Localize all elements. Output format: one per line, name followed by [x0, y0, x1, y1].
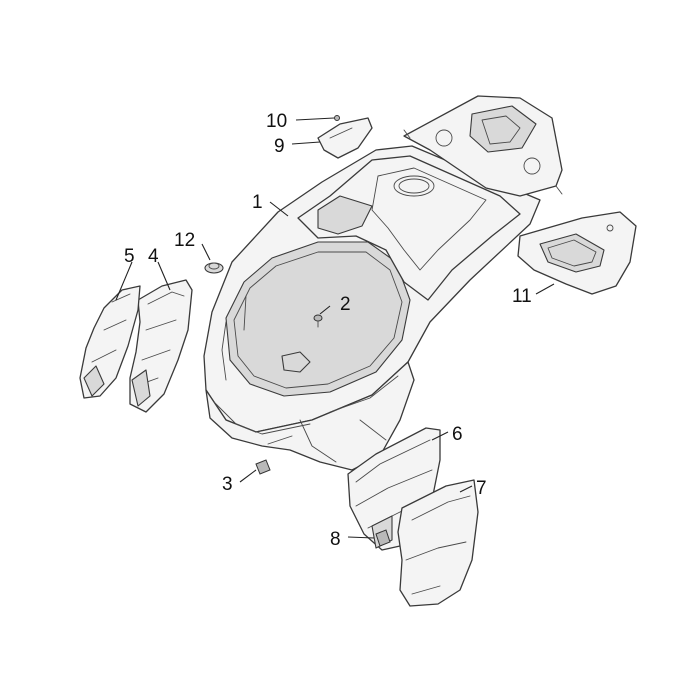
- leader-6: [431, 431, 449, 441]
- callout-6: 6: [452, 424, 463, 445]
- callout-9: 9: [274, 136, 285, 157]
- part-3-clip: [255, 459, 271, 475]
- callout-7: 7: [476, 478, 487, 499]
- leader-12: [201, 243, 211, 261]
- callout-4: 4: [148, 246, 159, 267]
- part-4-inner-side-panel: [129, 279, 193, 413]
- callout-1: 1: [252, 192, 263, 213]
- callout-8: 8: [330, 529, 341, 550]
- leader-11: [535, 283, 555, 295]
- leader-5: [115, 261, 133, 301]
- part-7-large-cover: [397, 479, 479, 607]
- callout-2: 2: [340, 294, 351, 315]
- leader-3: [239, 469, 257, 483]
- part-9-hinge-plate: [317, 117, 373, 159]
- part-11-rear-panel: [517, 211, 637, 295]
- leader-9: [291, 141, 321, 145]
- part-5-outer-side-cover: [79, 285, 141, 399]
- leader-8: [347, 536, 375, 539]
- leader-10: [295, 117, 335, 121]
- part-8-fastener: [375, 529, 391, 547]
- part-12-grommet: [204, 262, 224, 274]
- leader-lines: [115, 117, 555, 539]
- callout-10: 10: [266, 111, 287, 132]
- leader-7: [459, 485, 473, 493]
- leader-2: [319, 305, 331, 315]
- callout-11: 11: [512, 286, 532, 307]
- callout-3: 3: [222, 474, 233, 495]
- callout-5: 5: [124, 246, 135, 267]
- callout-labels: 1 2 3 4 5 6 7 8 9 10 11 12: [124, 111, 532, 550]
- leader-4: [157, 261, 171, 291]
- part-2-screw: [313, 314, 323, 328]
- part-1-helmet-compartment: [203, 95, 563, 471]
- leader-1: [269, 201, 289, 217]
- callout-12: 12: [174, 230, 195, 251]
- part-10-small-screw: [334, 115, 340, 121]
